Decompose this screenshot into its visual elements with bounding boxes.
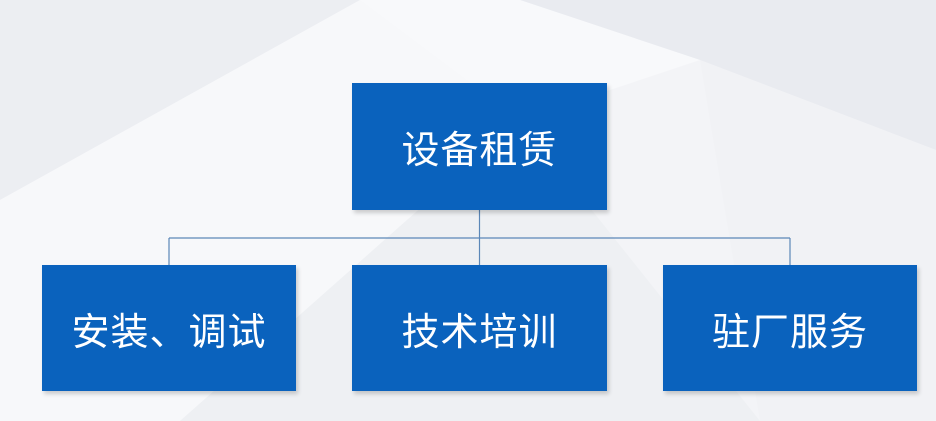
child-node-onsite-service: 驻厂服务 [663, 265, 917, 391]
child-node-installation: 安装、调试 [42, 265, 296, 391]
root-node-label: 设备租赁 [401, 128, 558, 172]
root-node-equipment-rental: 设备租赁 [352, 83, 607, 210]
child-node-label: 驻厂服务 [711, 309, 868, 354]
child-node-label: 安装、调试 [71, 309, 267, 354]
child-node-training: 技术培训 [352, 265, 607, 391]
child-node-label: 技术培训 [401, 309, 558, 354]
